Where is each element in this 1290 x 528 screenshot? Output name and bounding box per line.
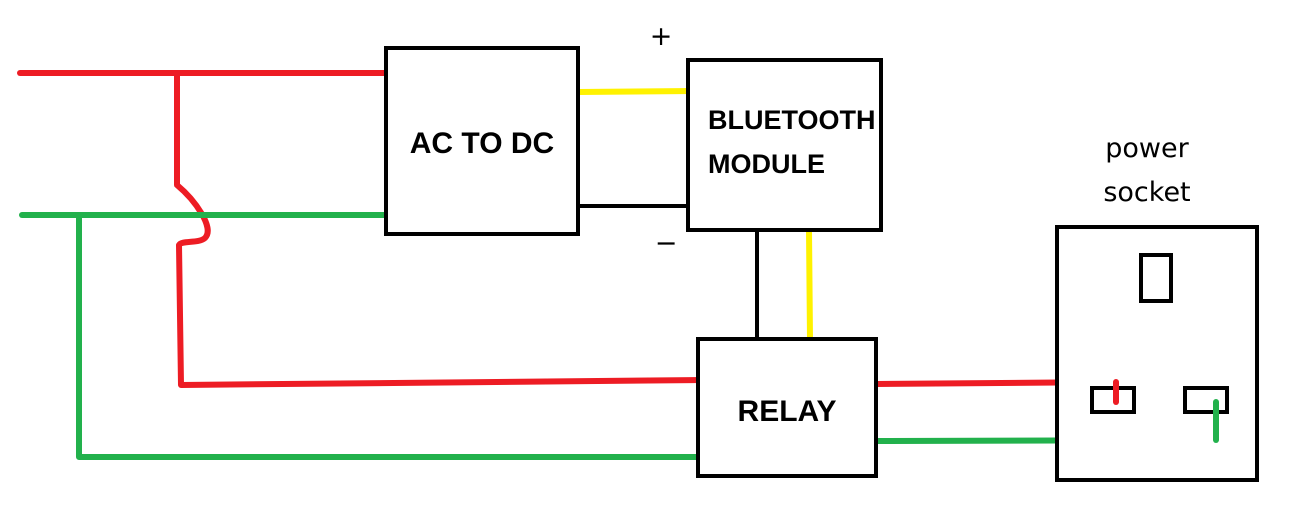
bluetooth-module-label-line2: MODULE [708, 149, 825, 179]
power-socket-caption-line2: socket [1103, 177, 1190, 208]
ac-to-dc-label: AC TO DC [410, 127, 554, 160]
bluetooth-module-label-line1: BLUETOOTH [708, 105, 876, 135]
positive-terminal-symbol: + [650, 21, 673, 52]
dc-positive-wire [575, 88, 697, 95]
negative-terminal-symbol: − [655, 228, 678, 259]
socket-neutral-pin [1183, 386, 1229, 414]
relay-label: RELAY [738, 395, 837, 428]
power-socket-caption-line1: power [1105, 133, 1189, 164]
neutral-wire-branch-to-relay [76, 212, 701, 460]
relay-block [696, 337, 878, 478]
socket-earth-pin [1139, 253, 1173, 303]
bluetooth-module-block [686, 58, 883, 232]
live-wire-branch-to-relay [174, 70, 708, 388]
ac-to-dc-block [384, 46, 580, 236]
bluetooth-to-relay-signal-wire [806, 227, 813, 342]
